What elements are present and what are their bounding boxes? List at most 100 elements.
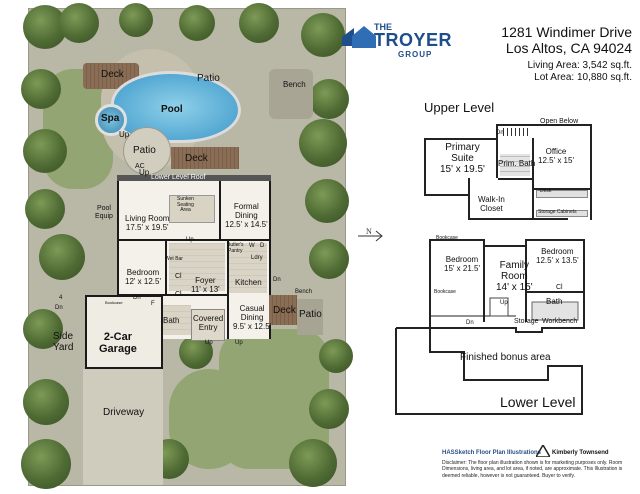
wall — [117, 181, 119, 339]
wall — [227, 241, 229, 339]
tree — [59, 3, 99, 43]
label-primary-suite: Primary Suite 15' x 19.5' — [440, 142, 485, 175]
label-wet-bar: Wet Bar — [165, 256, 183, 262]
label-walk-in: Walk-In Closet — [478, 195, 505, 213]
label-desk: Desk — [540, 188, 552, 194]
foyer-floor — [169, 243, 225, 291]
tree — [239, 3, 279, 43]
lower-level-plan — [392, 236, 588, 418]
label-lower-bookcase2: Bookcase — [434, 289, 456, 295]
label-prim-bath: Prim. Bath — [498, 159, 536, 168]
tree — [319, 339, 353, 373]
covered-entry — [191, 309, 225, 341]
upper-stairs — [500, 128, 528, 136]
tree — [23, 129, 67, 173]
label-butlers: Butler's Pantry — [227, 242, 244, 254]
lower-level-roof — [117, 175, 271, 181]
label-num4: 4 — [59, 295, 63, 301]
wall — [269, 181, 271, 339]
footer-disclaimer: Disclaimer: The floor plan illustration … — [442, 460, 623, 479]
tree — [21, 69, 61, 109]
site-plan: Deck Patio Spa Pool Bench Patio Up Up De… — [21, 3, 353, 489]
label-driveway: Driveway — [103, 407, 145, 418]
label-bath: Bath — [163, 316, 180, 325]
label-storage-cabinets: Storage Cabinets — [538, 209, 577, 215]
label-bench-right: Bench — [295, 289, 313, 295]
label-pool: Pool — [161, 104, 183, 115]
tree — [119, 3, 153, 37]
label-casual-dining: Casual Dining 9.5' x 12.5' — [233, 304, 272, 331]
wall — [468, 178, 470, 220]
footer-brand1: HASSketch Floor Plan Illustrations — [442, 450, 542, 456]
wall — [117, 294, 227, 296]
label-patio-round: Patio — [133, 145, 156, 156]
label-office: Office 12.5' x 15' — [538, 147, 574, 165]
lot-area: Lot Area: 10,880 sq.ft. — [534, 72, 632, 83]
tree — [25, 189, 65, 229]
tree — [21, 439, 71, 489]
label-family-room: Family Room 14' x 15' — [496, 260, 533, 293]
svg-text:N: N — [366, 227, 372, 236]
label-dn-side: Dn — [133, 295, 141, 301]
wall — [424, 138, 496, 140]
label-dn-left: Dn — [55, 305, 63, 311]
label-deck-mid: Deck — [185, 153, 208, 164]
wall — [424, 138, 426, 196]
patio-round — [123, 127, 171, 175]
label-f: F — [151, 301, 155, 307]
wall — [532, 138, 534, 218]
tree — [309, 79, 349, 119]
label-lower-bedroom2: Bedroom 12.5' x 13.5' — [536, 247, 579, 265]
label-w: W — [249, 243, 255, 249]
kitchen-floor — [229, 243, 267, 293]
tree — [301, 13, 345, 57]
wall — [117, 239, 269, 241]
label-kitchen: Kitchen — [235, 278, 262, 287]
wall — [468, 218, 568, 220]
label-patio-top: Patio — [197, 73, 220, 84]
label-side-yard: Side Yard — [53, 331, 74, 353]
label-foyer: Foyer 11' x 13' — [191, 276, 220, 294]
deck-mid — [171, 147, 239, 169]
garage — [85, 295, 163, 369]
wall — [534, 188, 590, 190]
storage-cabinets — [536, 210, 588, 217]
label-up-patio: Up — [139, 168, 150, 177]
tree — [309, 239, 349, 279]
label-lower-bookcase1: Bookcase — [436, 235, 458, 241]
wall — [165, 241, 167, 296]
patio-right — [297, 299, 323, 335]
logo-group: GROUP — [398, 50, 433, 59]
mountain-logo-icon — [534, 443, 552, 458]
tree — [289, 439, 337, 487]
north-arrow-icon: N — [356, 226, 384, 246]
label-ldry: Ldry — [251, 255, 263, 261]
upper-level-title: Upper Level — [424, 100, 495, 115]
bath-floor — [163, 305, 191, 335]
lower-level-title: Lower Level — [500, 394, 576, 410]
label-deck-right: Deck — [273, 305, 296, 316]
label-dn-deck: Dn — [273, 277, 281, 283]
wall — [590, 124, 592, 220]
label-upper-dn: Dn — [496, 130, 504, 136]
tree — [23, 379, 69, 425]
living-area: Living Area: 3,542 sq.ft. — [527, 60, 632, 71]
label-cl2: Cl — [175, 291, 182, 298]
wall — [219, 181, 221, 239]
label-lower-bedroom1: Bedroom 15' x 21.5' — [444, 255, 480, 273]
logo-house-icon — [342, 24, 376, 50]
patio-right-top — [269, 69, 313, 119]
logo-the: THE — [374, 22, 392, 32]
wall — [496, 124, 498, 178]
label-bedroom: Bedroom 12' x 12.5' — [125, 268, 161, 286]
label-lower-roof: Lower Level Roof — [151, 174, 206, 181]
tree — [23, 309, 63, 349]
tree — [309, 389, 349, 429]
tree — [305, 179, 349, 223]
label-garage: 2-Car Garage — [99, 331, 137, 356]
label-bench-top: Bench — [283, 80, 306, 89]
label-bookcase: Bookcase — [105, 300, 123, 305]
label-up-entry1: Up — [205, 340, 213, 346]
label-formal-dining: Formal Dining 12.5' x 14.5' — [225, 202, 268, 229]
label-up-entry2: Up — [235, 340, 243, 346]
